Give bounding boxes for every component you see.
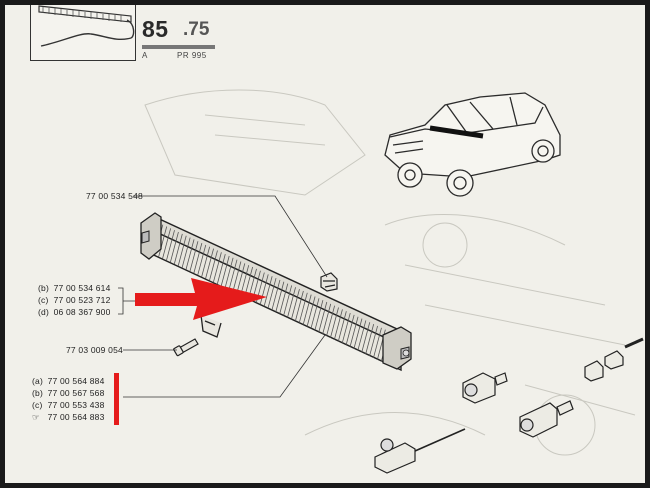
part-number-screw: 77 03 009 054: [66, 345, 123, 355]
background-ghost-drawing: [144, 89, 636, 456]
red-highlight-bar: [114, 373, 119, 425]
thumbnail-illustration: [30, 5, 136, 61]
section-subnumber: .75: [183, 19, 210, 40]
part-number-pointer: ☞ 77 00 564 883: [32, 412, 105, 422]
heater-valve-assembly: [374, 337, 644, 474]
section-reference: PR 995: [177, 51, 207, 60]
part-number-a2: (a) 77 00 564 884: [32, 376, 105, 386]
part-number-c2: (c) 77 00 553 438: [32, 400, 105, 410]
radiator-core: [140, 212, 412, 372]
section-underline: [142, 45, 215, 49]
part-number-d1: (d) 06 08 367 900: [38, 307, 111, 317]
part-number-b2: (b) 77 00 567 568: [32, 388, 105, 398]
red-callout-arrow: [135, 278, 267, 320]
exploded-parts-drawing: [114, 89, 644, 474]
part-number-c1: (c) 77 00 523 712: [38, 295, 111, 305]
section-letter: A: [142, 51, 148, 60]
leader-lines: [118, 195, 328, 398]
thumbnail-radiator-drawing: [38, 5, 135, 47]
mounting-clip: [320, 272, 338, 292]
part-number-b1: (b) 77 00 534 614: [38, 283, 111, 293]
car-illustration: [384, 92, 561, 197]
section-number: 85: [142, 16, 169, 42]
pointing-hand-icon: ☞: [32, 412, 40, 422]
part-number-radiator: 77 00 534 548: [86, 191, 143, 201]
catalog-page: 85 .75 A PR 995: [5, 5, 645, 483]
mounting-bracket: [200, 314, 222, 338]
screw: [173, 338, 199, 357]
